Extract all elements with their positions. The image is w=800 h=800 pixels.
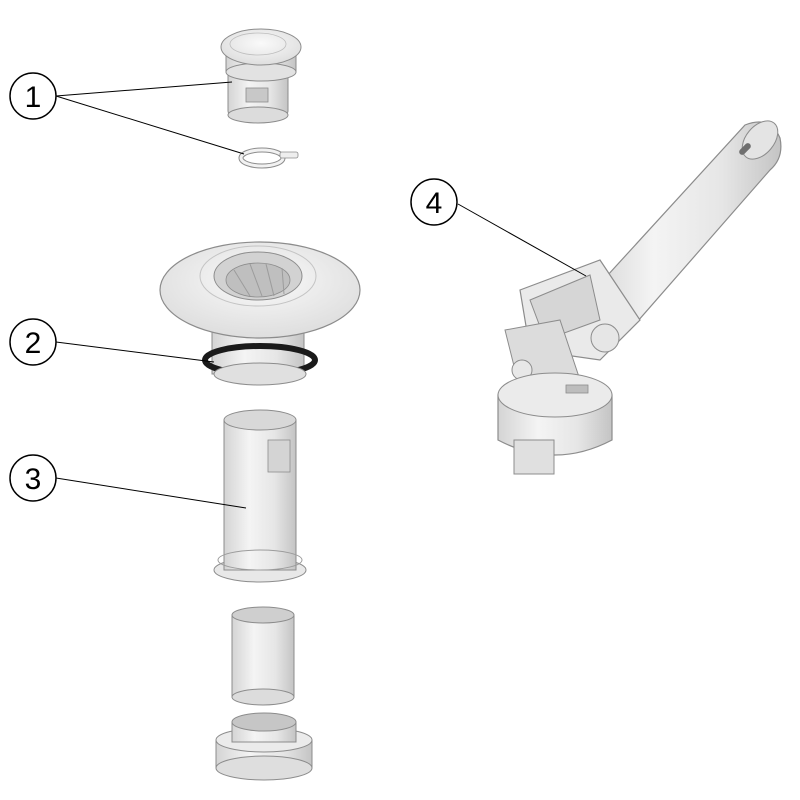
leader-1-ring [55, 95, 245, 155]
callout-1: 1 [9, 72, 57, 120]
leader-3 [55, 477, 247, 509]
callout-4: 4 [410, 178, 458, 226]
part-1-cap [220, 28, 302, 124]
part-1-clip-ring [238, 147, 299, 169]
leader-4 [457, 203, 587, 277]
part-3-tube [213, 409, 307, 583]
lower-sleeve [231, 606, 295, 706]
callout-4-label: 4 [426, 187, 443, 220]
callout-2: 2 [9, 318, 57, 366]
callout-3-label: 3 [25, 463, 42, 496]
callout-1-label: 1 [25, 81, 42, 114]
part-4-tool-handle [497, 120, 782, 475]
callout-3: 3 [9, 454, 57, 502]
leader-1-cap [55, 81, 233, 97]
callout-2-label: 2 [25, 327, 42, 360]
leader-2 [55, 341, 215, 363]
part-2-flange-body [159, 241, 361, 386]
bottom-nut [215, 712, 313, 781]
leader-lines [55, 81, 587, 509]
